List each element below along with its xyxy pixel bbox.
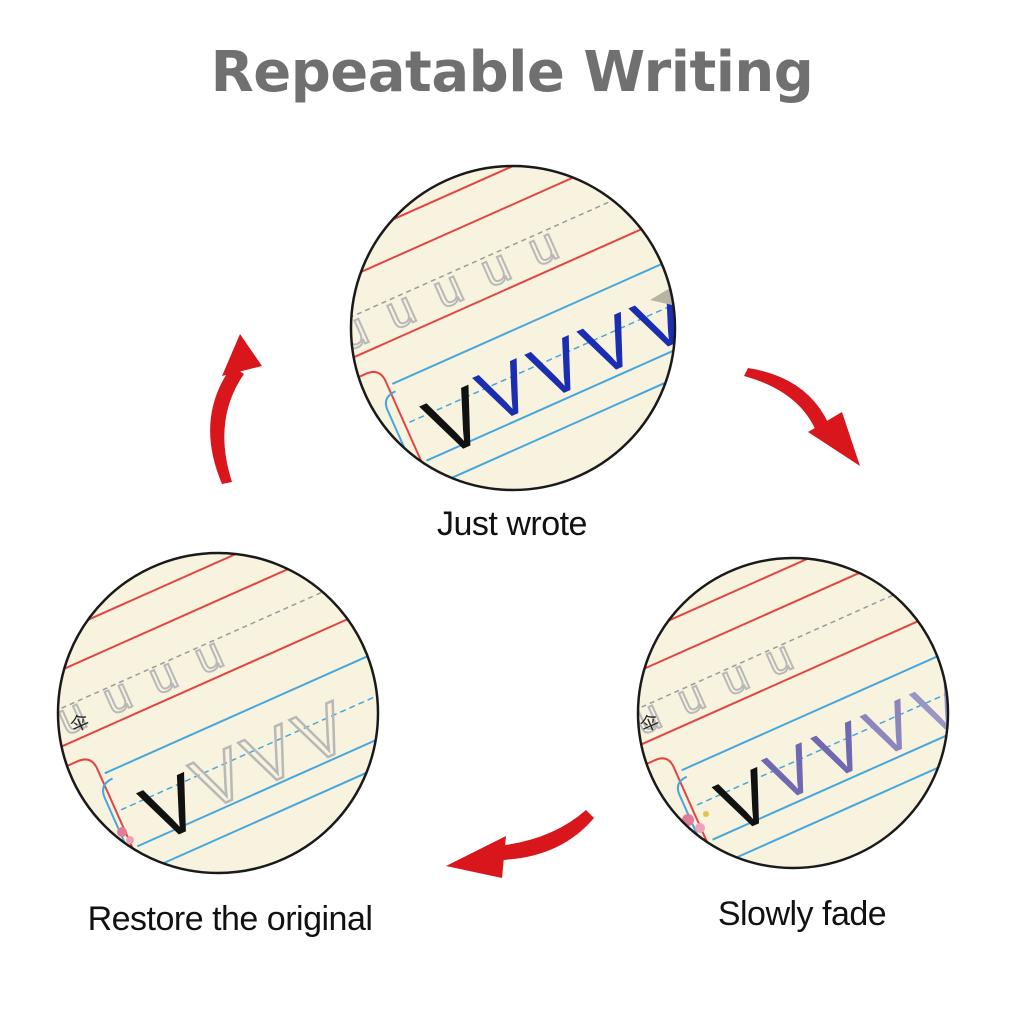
caption-restore-original: Restore the original	[60, 900, 400, 939]
svg-text:u: u	[3, 707, 48, 765]
cycle-arrow-icon	[446, 810, 594, 878]
cycle-arrow-icon	[744, 368, 860, 466]
just-wrote-lens: u u u u u u V V V V V	[213, 76, 829, 555]
restore-original-lens: u u u u u V V V V 伞	[0, 480, 513, 943]
caption-slowly-fade: Slowly fade	[692, 895, 912, 934]
cycle-arrow-icon	[210, 334, 262, 484]
model-letter-u: u	[283, 323, 329, 382]
caption-just-wrote: Just wrote	[412, 505, 612, 544]
svg-text:u: u	[582, 709, 624, 764]
slowly-fade-lens: u u u u u V V V V V 伞	[507, 485, 1024, 936]
